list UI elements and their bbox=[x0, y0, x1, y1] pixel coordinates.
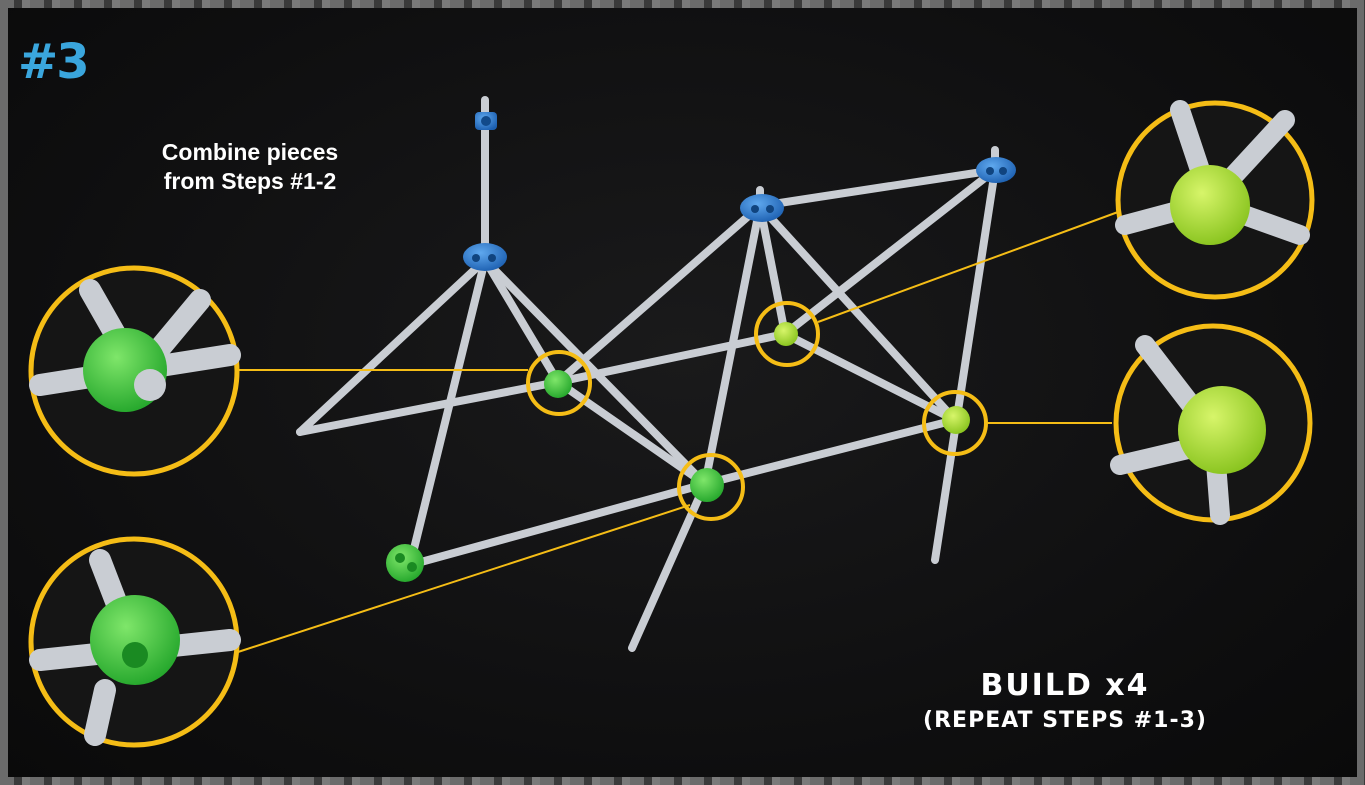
rod bbox=[628, 480, 709, 652]
connector-lime-right bbox=[942, 406, 970, 434]
instruction-text: Combine pieces from Steps #1-2 bbox=[120, 138, 380, 196]
step-number: #3 bbox=[18, 34, 90, 90]
rod bbox=[296, 256, 489, 436]
build-count-title: BUILD x4 bbox=[980, 668, 1150, 703]
rod bbox=[554, 330, 789, 386]
connector-lime-back bbox=[774, 322, 798, 346]
connector-green-bottom-left bbox=[386, 544, 424, 582]
connector-mid-blue bbox=[740, 194, 784, 222]
repeat-steps-note: (REPEAT STEPS #1-3) bbox=[923, 708, 1207, 733]
instruction-line: from Steps #1-2 bbox=[163, 168, 337, 194]
rod bbox=[406, 480, 709, 569]
callout-zoom-left-lower bbox=[28, 536, 241, 748]
connector-upper-blue bbox=[463, 243, 507, 271]
instruction-line: Combine pieces bbox=[161, 139, 339, 165]
connector-green-front bbox=[690, 468, 724, 502]
rod bbox=[756, 202, 959, 424]
connector-right-blue bbox=[976, 157, 1016, 183]
callout-zoom-right-lower bbox=[1110, 323, 1313, 525]
rod bbox=[296, 378, 562, 436]
connector-green-center bbox=[544, 370, 572, 398]
callout-zoom-right-upper bbox=[1115, 100, 1315, 300]
callout-zoom-left-upper bbox=[28, 265, 241, 477]
connector-top bbox=[475, 112, 497, 130]
rod bbox=[931, 166, 999, 564]
